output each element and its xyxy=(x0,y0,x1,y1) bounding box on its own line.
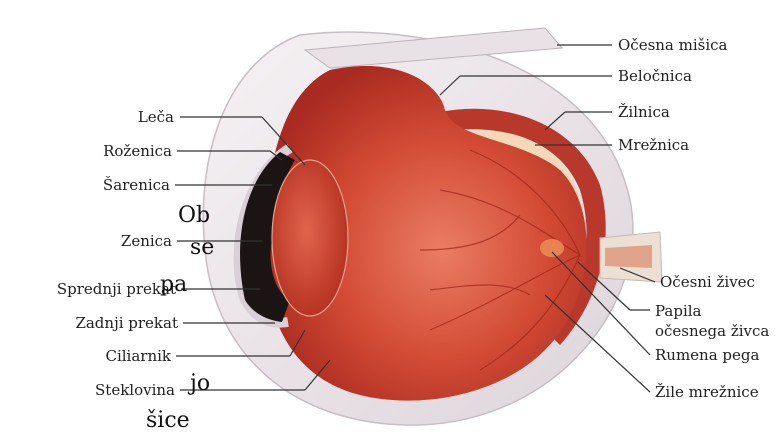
side-text-5: šice xyxy=(146,410,190,432)
label-pupil: Zenica xyxy=(121,232,172,250)
side-text-1: Ob xyxy=(178,205,210,227)
lens-shape xyxy=(272,160,348,316)
label-optic-disc-1: Papila xyxy=(655,302,702,320)
label-optic-nerve: Očesni živec xyxy=(660,273,755,291)
label-anterior-chamber: Sprednji prekat xyxy=(57,280,176,298)
label-vitreous: Steklovina xyxy=(95,381,175,399)
label-sclera: Beločnica xyxy=(618,67,692,85)
label-eye-muscle: Očesna mišica xyxy=(618,36,728,54)
macula-spot xyxy=(540,239,564,257)
side-text-4: jo xyxy=(190,373,210,395)
label-choroid: Žilnica xyxy=(618,103,670,121)
side-text-3: pa xyxy=(160,274,187,296)
label-posterior-chamber: Zadnji prekat xyxy=(75,314,178,332)
label-iris: Šarenica xyxy=(103,176,170,194)
label-macula: Rumena pega xyxy=(655,346,760,364)
label-retina: Mrežnica xyxy=(618,136,689,154)
label-cornea: Roženica xyxy=(103,142,172,160)
label-lens: Leča xyxy=(138,108,174,126)
label-retinal-vessels: Žile mrežnice xyxy=(655,383,759,401)
label-optic-disc-2: očesnega živca xyxy=(655,322,769,340)
label-ciliary-body: Ciliarnik xyxy=(105,347,171,365)
side-text-2: se xyxy=(190,237,214,259)
